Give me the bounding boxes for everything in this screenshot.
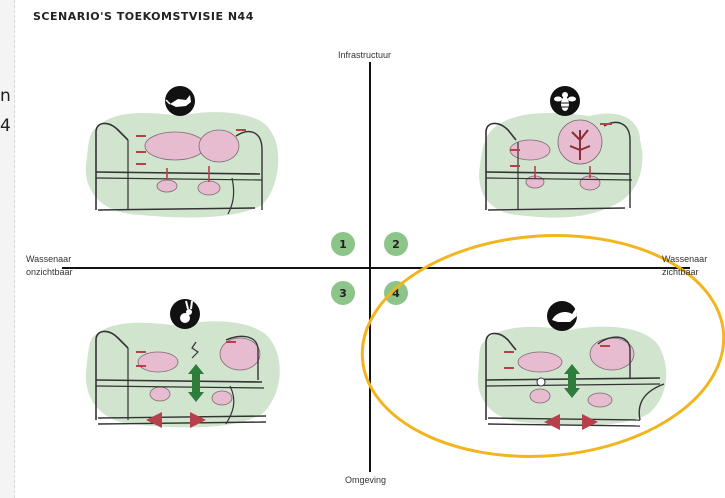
- quadrant-1-illustration: [85, 112, 279, 218]
- quadrant-2-number: 2: [392, 238, 400, 251]
- quadrant-1-badge: [331, 232, 355, 256]
- axis-label-left-1: Wassenaar: [26, 254, 72, 264]
- left-page-strip: [0, 0, 15, 498]
- bee-icon: [550, 86, 580, 116]
- quadrant-3-number: 3: [339, 287, 347, 300]
- pheasant-icon: [547, 301, 577, 331]
- axis-label-left-2: onzichtbaar: [26, 267, 73, 277]
- quadrant-4-illustration: [477, 326, 667, 430]
- quadrant-3-illustration: [85, 321, 280, 428]
- quadrant-2-illustration: [479, 112, 643, 218]
- axis-label-right-2: zichtbaar: [662, 267, 699, 277]
- quadrant-3-badge: [331, 281, 355, 305]
- highlight-ellipse: [360, 234, 725, 458]
- axis-label-bottom: Omgeving: [345, 475, 387, 485]
- quadrant-1-number: 1: [339, 238, 347, 251]
- axis-label-top: Infrastructuur: [338, 50, 392, 60]
- edge-text-1: n: [0, 86, 11, 106]
- rabbit-icon: [170, 299, 200, 329]
- axis-label-right-1: Wassenaar: [662, 254, 708, 264]
- quadrant-4-badge: [384, 281, 408, 305]
- fox-icon: [165, 86, 195, 116]
- page-title: SCENARIO'S TOEKOMSTVISIE N44: [33, 10, 254, 23]
- edge-text-2: 4: [0, 116, 11, 136]
- quadrant-4-number: 4: [392, 287, 400, 300]
- quadrant-2-badge: [384, 232, 408, 256]
